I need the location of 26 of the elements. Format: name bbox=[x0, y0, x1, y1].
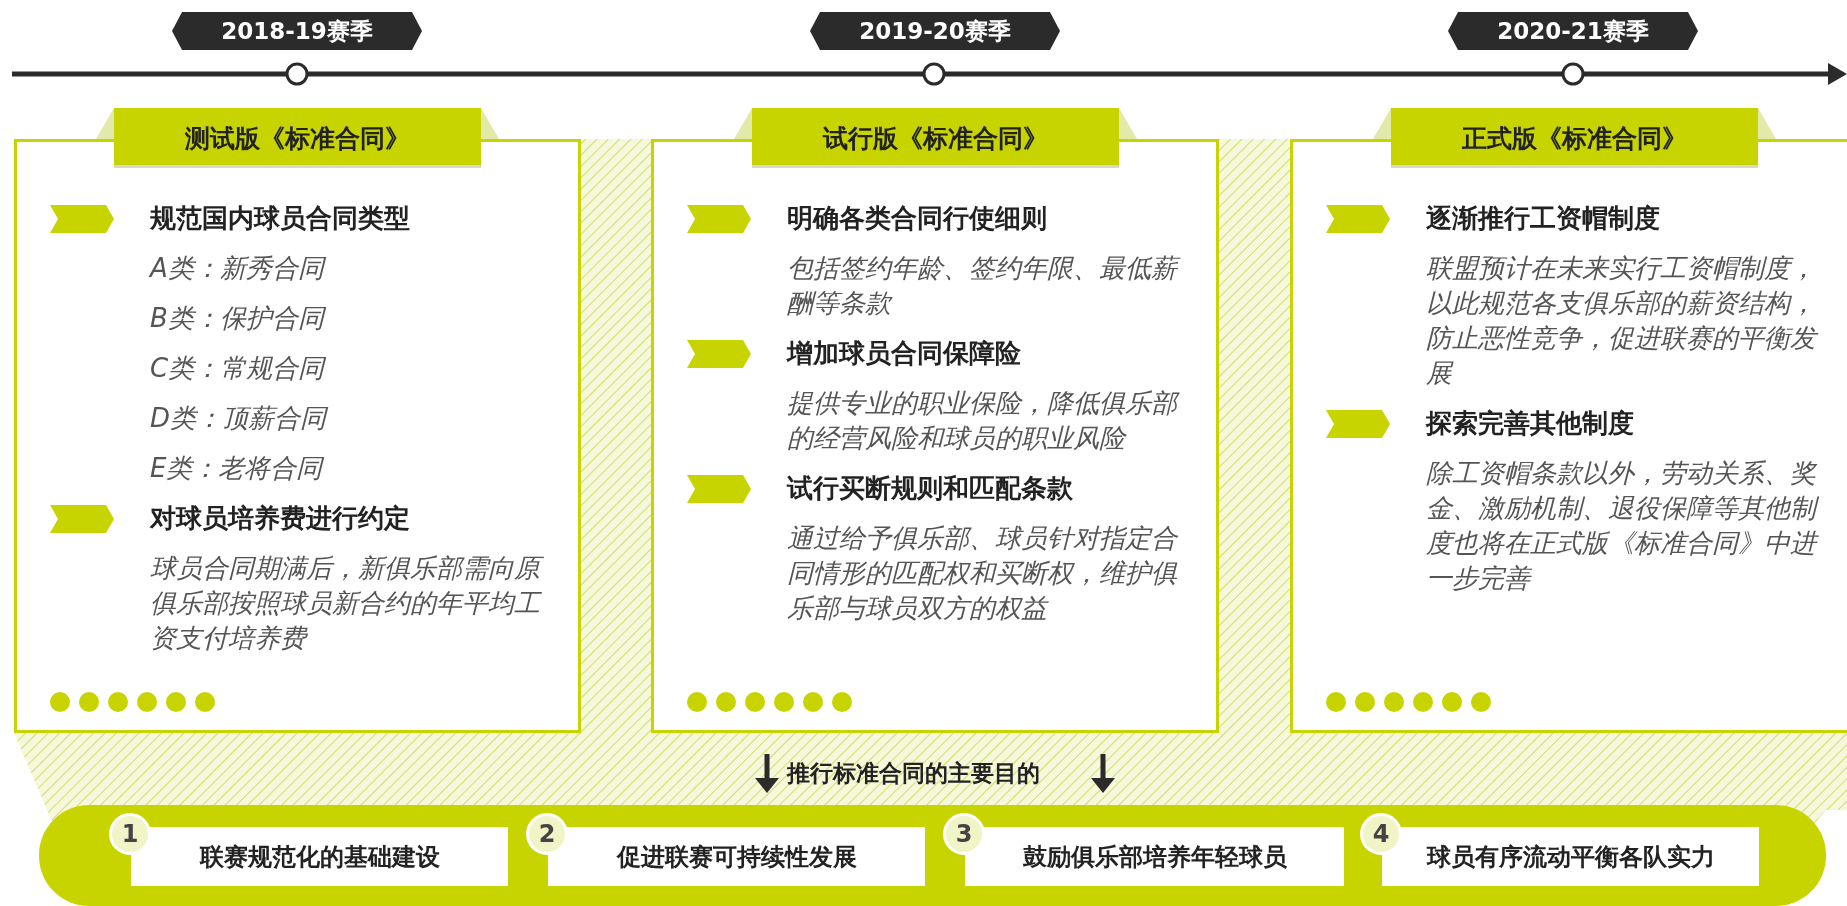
number-badge: 4 bbox=[1360, 813, 1402, 855]
section-text: 通过给予俱乐部、球员针对指定合同情形的匹配权和买断权，维护俱乐部与球员双方的权益 bbox=[787, 522, 1179, 625]
section-text: A类：新秀合同 bbox=[150, 252, 327, 285]
season-tag: 2018-19赛季 bbox=[172, 12, 422, 50]
number-badge: 1 bbox=[109, 813, 151, 855]
section-text: 包括签约年龄、签约年限、最低薪酬等条款 bbox=[787, 251, 1187, 321]
section-text: E类：老将合同 bbox=[150, 452, 325, 485]
number-badge: 3 bbox=[943, 813, 985, 855]
section-text: 联盟预计在未来实行工资帽制度，以此规范各支俱乐部的薪资结构，防止恶性竞争，促进联赛的平衡发展 bbox=[1426, 251, 1826, 391]
section-text: D类：顶薪合同 bbox=[150, 402, 329, 435]
section-heading: 逐渐推行工资帽制度 bbox=[1426, 203, 1660, 233]
section-heading: 规范国内球员合同类型 bbox=[150, 203, 410, 233]
section-heading: 试行买断规则和匹配条款 bbox=[787, 473, 1073, 503]
section-heading: 探索完善其他制度 bbox=[1426, 408, 1634, 438]
season-tag: 2020-21赛季 bbox=[1448, 12, 1698, 50]
section-text: B类：保护合同 bbox=[150, 302, 327, 335]
section-heading: 对球员培养费进行约定 bbox=[150, 503, 410, 533]
section-text: 提供专业的职业保险，降低俱乐部的经营风险和球员的职业风险 bbox=[787, 386, 1187, 456]
section-text: C类：常规合同 bbox=[150, 352, 327, 385]
number-badge: 2 bbox=[526, 813, 568, 855]
section-label: 推行标准合同的主要目的 bbox=[787, 759, 1040, 788]
section-heading: 明确各类合同行使细则 bbox=[787, 203, 1047, 233]
section-text: 球员合同期满后，新俱乐部需向原俱乐部按照球员新合约的年平均工资支付培养费 bbox=[150, 551, 550, 656]
section-heading: 增加球员合同保障险 bbox=[787, 338, 1021, 368]
section-text: 除工资帽条款以外，劳动关系、奖金、激励机制、退役保障等其他制度也将在正式版《标准合同》中进一步完善 bbox=[1426, 456, 1826, 596]
season-tag: 2019-20赛季 bbox=[810, 12, 1060, 50]
